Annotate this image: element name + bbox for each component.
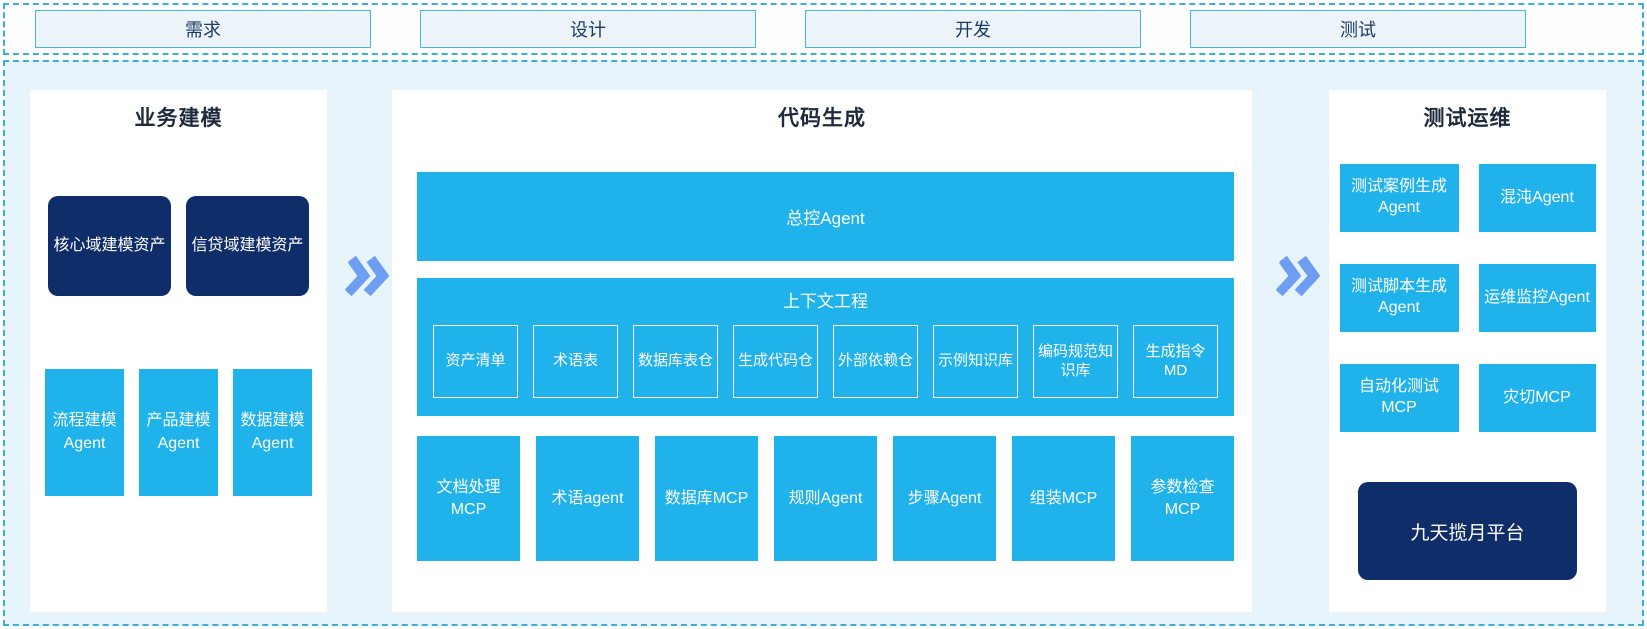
box-generated-code-repo: 生成代码仓 xyxy=(733,325,818,398)
phase-label: 需求 xyxy=(185,20,221,40)
box-parameter-check-mcp: 参数检查MCP xyxy=(1131,436,1234,561)
box-coding-standard-knowledge-base: 编码规范知识库 xyxy=(1033,325,1118,398)
box-core-domain-assets: 核心域建模资产 xyxy=(48,196,171,296)
panel-business-modeling: 业务建模 核心域建模资产 信贷域建模资产 流程建模Agent 产品建模Agent… xyxy=(30,90,327,612)
box-automated-test-mcp: 自动化测试MCP xyxy=(1339,364,1459,432)
box-product-modeling-agent: 产品建模Agent xyxy=(139,369,218,496)
box-credit-domain-assets: 信贷域建模资产 xyxy=(186,196,309,296)
phase-label: 开发 xyxy=(955,20,991,40)
box-data-modeling-agent: 数据建模Agent xyxy=(233,369,312,496)
box-jiutian-lanyue-platform: 九天揽月平台 xyxy=(1358,482,1577,580)
code-generation-body: 总控Agent 上下文工程 资产清单 术语表 数据库表仓 生成代码仓 外部依赖仓… xyxy=(392,172,1252,561)
box-rule-agent: 规则Agent xyxy=(774,436,877,561)
box-assembly-mcp: 组装MCP xyxy=(1012,436,1115,561)
panel-title-code-generation: 代码生成 xyxy=(778,107,866,130)
box-step-agent: 步骤Agent xyxy=(893,436,996,561)
double-chevron-right-icon xyxy=(344,256,389,296)
box-asset-list: 资产清单 xyxy=(433,325,518,398)
box-doc-processing-mcp: 文档处理MCP xyxy=(417,436,520,561)
box-example-knowledge-base: 示例知识库 xyxy=(933,325,1018,398)
panel-code-generation: 代码生成 总控Agent 上下文工程 资产清单 术语表 数据库表仓 生成代码仓 … xyxy=(392,90,1252,612)
modeling-agent-row: 流程建模Agent 产品建模Agent 数据建模Agent xyxy=(30,369,327,496)
phase-testing: 测试 xyxy=(1190,10,1526,48)
box-external-dependency-repo: 外部依赖仓 xyxy=(833,325,918,398)
box-process-modeling-agent: 流程建模Agent xyxy=(45,369,124,496)
box-db-table-repo: 数据库表仓 xyxy=(633,325,718,398)
phase-development: 开发 xyxy=(805,10,1141,48)
flow-arrow-zone-1 xyxy=(327,90,392,612)
box-disaster-switch-mcp: 灾切MCP xyxy=(1478,364,1596,432)
flow-arrow-zone-2 xyxy=(1252,90,1329,612)
context-engineering-group: 上下文工程 资产清单 术语表 数据库表仓 生成代码仓 外部依赖仓 示例知识库 编… xyxy=(417,278,1234,416)
panel-test-ops: 测试运维 测试案例生成Agent 混沌Agent 测试脚本生成Agent 运维监… xyxy=(1329,90,1606,612)
panel-title-test-ops: 测试运维 xyxy=(1423,107,1512,130)
box-glossary-agent: 术语agent xyxy=(536,436,639,561)
codegen-tool-row: 文档处理MCP 术语agent 数据库MCP 规则Agent 步骤Agent 组… xyxy=(417,436,1234,561)
asset-row: 核心域建模资产 信贷域建模资产 xyxy=(30,196,327,296)
box-database-mcp: 数据库MCP xyxy=(655,436,758,561)
box-ops-monitoring-agent: 运维监控Agent xyxy=(1478,264,1596,332)
double-chevron-right-icon xyxy=(1275,256,1320,296)
phase-strip: 需求 设计 开发 测试 xyxy=(3,3,1644,55)
phase-label: 设计 xyxy=(570,20,606,40)
context-engineering-title: 上下文工程 xyxy=(783,292,868,311)
box-glossary: 术语表 xyxy=(533,325,618,398)
phase-design: 设计 xyxy=(420,10,756,48)
test-ops-grid: 测试案例生成Agent 混沌Agent 测试脚本生成Agent 运维监控Agen… xyxy=(1329,164,1606,432)
box-test-case-generation-agent: 测试案例生成Agent xyxy=(1339,164,1459,232)
pipeline-container: 业务建模 核心域建模资产 信贷域建模资产 流程建模Agent 产品建模Agent… xyxy=(3,60,1644,626)
box-master-agent: 总控Agent xyxy=(417,172,1234,261)
box-generation-instruction-md: 生成指令MD xyxy=(1133,325,1218,398)
phase-requirements: 需求 xyxy=(35,10,371,48)
panel-title-business-modeling: 业务建模 xyxy=(134,107,223,130)
box-chaos-agent: 混沌Agent xyxy=(1478,164,1596,232)
phase-label: 测试 xyxy=(1340,20,1376,40)
context-engineering-row: 资产清单 术语表 数据库表仓 生成代码仓 外部依赖仓 示例知识库 编码规范知识库… xyxy=(433,325,1218,398)
box-test-script-generation-agent: 测试脚本生成Agent xyxy=(1339,264,1459,332)
